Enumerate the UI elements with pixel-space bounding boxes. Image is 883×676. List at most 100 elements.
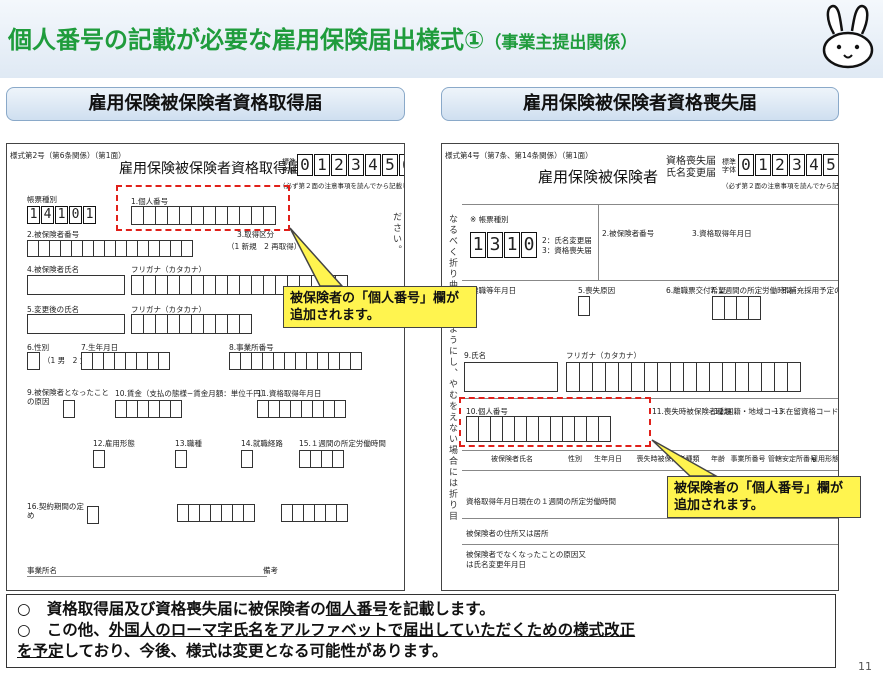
occupation-box <box>175 450 187 468</box>
type-label: ※ 帳票種別 <box>470 215 509 224</box>
title-subtitle: （事業主提出関係） <box>484 33 638 53</box>
office-number-boxes <box>229 352 362 370</box>
field15-label: 15.１週間の所定労働時間 <box>299 439 386 448</box>
field3-label: 3.取得区分 <box>237 230 275 239</box>
field3-label: 3.資格取得年月日 <box>692 229 752 238</box>
field5-label: 5.喪失原因 <box>578 286 616 295</box>
loss-form-image: 様式第4号（第7条、第14条関係）（第1面） 雇用保険被保険者 資格喪失届 氏名… <box>441 143 839 591</box>
field7-label: 7.１週間の所定労働時間 <box>710 286 793 295</box>
kana-boxes-2 <box>131 314 252 334</box>
field7-label: 7.生年月日 <box>81 343 119 352</box>
form-note: （必ず第２面の注意事項を読んでから記載してください。） <box>279 182 405 190</box>
field8-label: 8.事業所番号 <box>229 343 274 352</box>
rabbit-mascot-icon <box>822 4 874 69</box>
slide-title: 個人番号の記載が必要な雇用保険届出様式①（事業主提出関係） <box>8 20 637 55</box>
employment-type-box <box>93 450 105 468</box>
right-side-note: なるべく折り曲げないようにし、やむをえない場合には折り目 <box>447 214 457 522</box>
highlight-right-personal-number <box>459 397 651 447</box>
form-format-label: 様式第4号（第7条、第14条関係）（第1面） <box>445 151 593 160</box>
field4-label: 4.離職等年月日 <box>464 286 517 295</box>
form-note: （必ず第２面の注意事項を読んでから記載してください。） <box>722 182 839 190</box>
field13-label: 13.職種 <box>175 439 202 448</box>
office-name-label: 事業所名 <box>27 566 57 575</box>
insured-number-boxes <box>27 240 193 257</box>
type-options: 2：氏名変更届 3：資格喪失届 <box>542 236 592 255</box>
kana-label-2: フリガナ（カタカナ） <box>131 305 206 314</box>
field10-label: 10.賃金（支払の態様−賃金月額：単位千円） <box>115 389 269 398</box>
kana-boxes <box>566 362 801 392</box>
type-label: 帳票種別 <box>27 195 57 204</box>
personal-number-boxes <box>466 416 611 442</box>
field8-label: 8.補充採用予定の有無 <box>782 286 838 295</box>
std-font-label: 標準字体 <box>722 158 736 174</box>
route-box <box>241 450 253 468</box>
contract-date-boxes <box>177 504 255 522</box>
field5-label: 5.変更後の氏名 <box>27 305 80 314</box>
remarks-label: 備考 <box>263 566 278 575</box>
left-side-note: この用紙は、このまま機械で処理しますので、汚さないようにしてください。 <box>391 212 401 256</box>
field6-label: 6.離職票交付希望 <box>666 286 726 295</box>
std-font-label: 標準字体 <box>282 158 296 174</box>
notes-box: ○ 資格取得届及び資格喪失届に被保険者の個人番号を記載します。 ○ この他、外国… <box>6 594 836 668</box>
callout-right: 被保険者の「個人番号」欄が追加されます。 <box>667 476 861 518</box>
table-row-reason: 被保険者でなくなったことの原因又は氏名変更年月日 <box>466 550 586 569</box>
bullet: ○ <box>17 600 31 618</box>
loss-reason-box <box>578 296 590 316</box>
field12-label: 12.雇用形態 <box>93 439 135 448</box>
bullet: ○ <box>17 621 31 639</box>
weekly-hours-boxes <box>299 450 344 468</box>
form-format-label: 様式第2号（第6条関係）（第1面） <box>10 151 126 160</box>
field2-label: 2.被保険者番号 <box>602 229 655 238</box>
page-number: 11 <box>858 660 872 673</box>
info-table-header: 被保険者氏名 性別 生年月日 喪失時被保険者種類 年齢 事業所番号 管轄安定所番… <box>491 455 839 463</box>
birthdate-boxes <box>81 352 170 370</box>
slide-header: 個人番号の記載が必要な雇用保険届出様式①（事業主提出関係） <box>0 0 883 78</box>
sex-box <box>27 352 40 370</box>
field4-label: 4.被保険者氏名 <box>27 265 80 274</box>
kana-label-1: フリガナ（カタカナ） <box>131 265 206 274</box>
personal-number-boxes <box>131 206 276 225</box>
form-title: 雇用保険被保険者資格取得届 <box>119 161 301 177</box>
sample-digits: 01234567 <box>738 154 838 176</box>
field13-label: 13.在留資格コード <box>774 407 839 416</box>
reason-box <box>63 400 75 418</box>
contract-type-box <box>87 506 99 524</box>
field9-label: 9.氏名 <box>464 351 487 360</box>
field1-label: 1.個人番号 <box>131 197 169 206</box>
field9-label: 9.被保険者となったことの原因 <box>27 388 109 406</box>
name-box <box>464 362 558 392</box>
table-row-hours: 資格取得年月日現在の１週間の所定労働時間 <box>466 497 616 506</box>
weekly-hours-boxes <box>712 296 761 320</box>
acquired-date-boxes <box>257 400 346 418</box>
tab-loss-form: 雇用保険被保険者資格喪失届 <box>441 87 839 121</box>
field14-label: 14.就職経路 <box>241 439 283 448</box>
note-line-2: ○ この他、外国人のローマ字氏名をアルファベットで届出していただくための様式改正 <box>17 621 636 639</box>
field6-label: 6.性別 <box>27 343 50 352</box>
field6-options: （1 男 2 女） <box>43 356 95 365</box>
wage-boxes <box>115 400 182 418</box>
field2-label: 2.被保険者番号 <box>27 230 80 239</box>
kana-label: フリガナ（カタカナ） <box>566 351 641 360</box>
office-name-line <box>27 576 267 577</box>
contract-end-boxes <box>281 504 348 522</box>
new-name-box <box>27 314 125 334</box>
form-title-options: 資格喪失届 氏名変更届 <box>666 156 716 179</box>
name-box <box>27 275 125 295</box>
field12-label: 12.国籍・地域コード <box>714 407 786 416</box>
form-title: 雇用保険被保険者 <box>538 168 659 186</box>
note-line-1: ○ 資格取得届及び資格喪失届に被保険者の個人番号を記載します。 <box>17 600 495 618</box>
callout-left: 被保険者の「個人番号」欄が追加されます。 <box>283 286 477 328</box>
tab-acquisition-form: 雇用保険被保険者資格取得届 <box>6 87 405 121</box>
title-main: 個人番号の記載が必要な雇用保険届出様式① <box>8 26 485 54</box>
field10-label: 10.個人番号 <box>466 407 508 416</box>
sample-digits: 012345678 <box>297 154 404 176</box>
field16-label: 16.契約期間の定め <box>27 502 84 520</box>
field11-label: 11.資格取得年月日 <box>257 389 322 398</box>
field3-options: （1 新規 2 再取得） <box>227 242 302 251</box>
field11-label: 11.喪失時被保険者種類 <box>652 407 732 416</box>
note-line-3: を予定しており、今後、様式は変更となる可能性があります。 <box>17 642 448 660</box>
